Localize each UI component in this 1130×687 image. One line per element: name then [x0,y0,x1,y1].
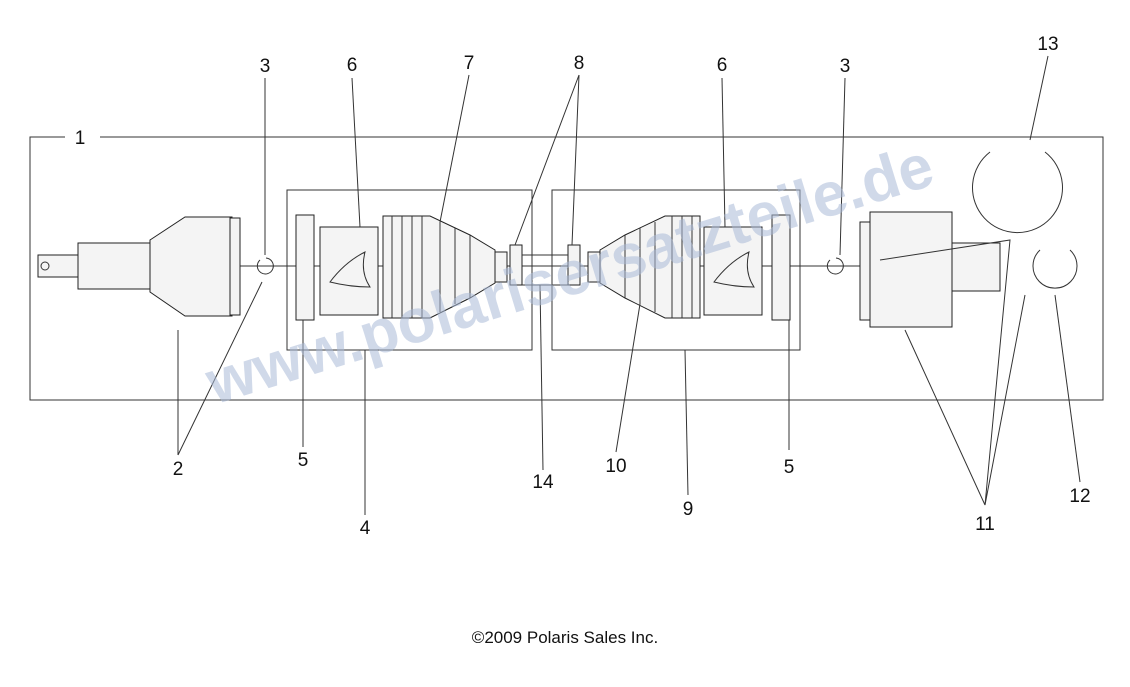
ring-13 [972,151,1063,234]
kit-box-right [551,189,801,351]
callout-5-left: 5 [298,450,309,471]
leader-lines [177,55,1081,515]
callout-6-right: 6 [717,55,728,76]
callout-13: 13 [1037,34,1058,55]
callout-12: 12 [1069,486,1090,507]
clamp-right [771,214,791,321]
callout-4: 4 [360,518,371,539]
callout-9: 9 [683,499,694,520]
copyright: ©2009 Polaris Sales Inc. [471,628,659,647]
ring-12 [1032,249,1078,289]
callout-10: 10 [605,456,626,477]
inner-cv-joint-right [859,211,1001,328]
circlip-right [826,257,844,275]
grease-packet-right [703,226,763,316]
kit-box-left [286,189,533,351]
grease-packet-left [319,226,379,316]
boot-clamp-small-left [509,244,523,286]
callout-11: 11 [975,514,995,535]
clamp-left [295,214,315,321]
assembly-frame [29,136,1104,401]
callout-3-left: 3 [260,56,271,77]
callout-2: 2 [173,459,184,480]
boot-right [587,215,701,319]
boot-clamp-small-right [567,244,581,286]
callout-1: 1 [75,128,86,149]
callout-5-right: 5 [784,457,795,478]
callout-8: 8 [574,53,585,74]
boot-left [382,215,508,319]
callout-7: 7 [464,53,475,74]
callout-3-right: 3 [840,56,851,77]
circlip-left [256,257,274,275]
outer-cv-joint-left [37,216,241,317]
callout-6-left: 6 [347,55,358,76]
callout-14: 14 [532,472,554,493]
